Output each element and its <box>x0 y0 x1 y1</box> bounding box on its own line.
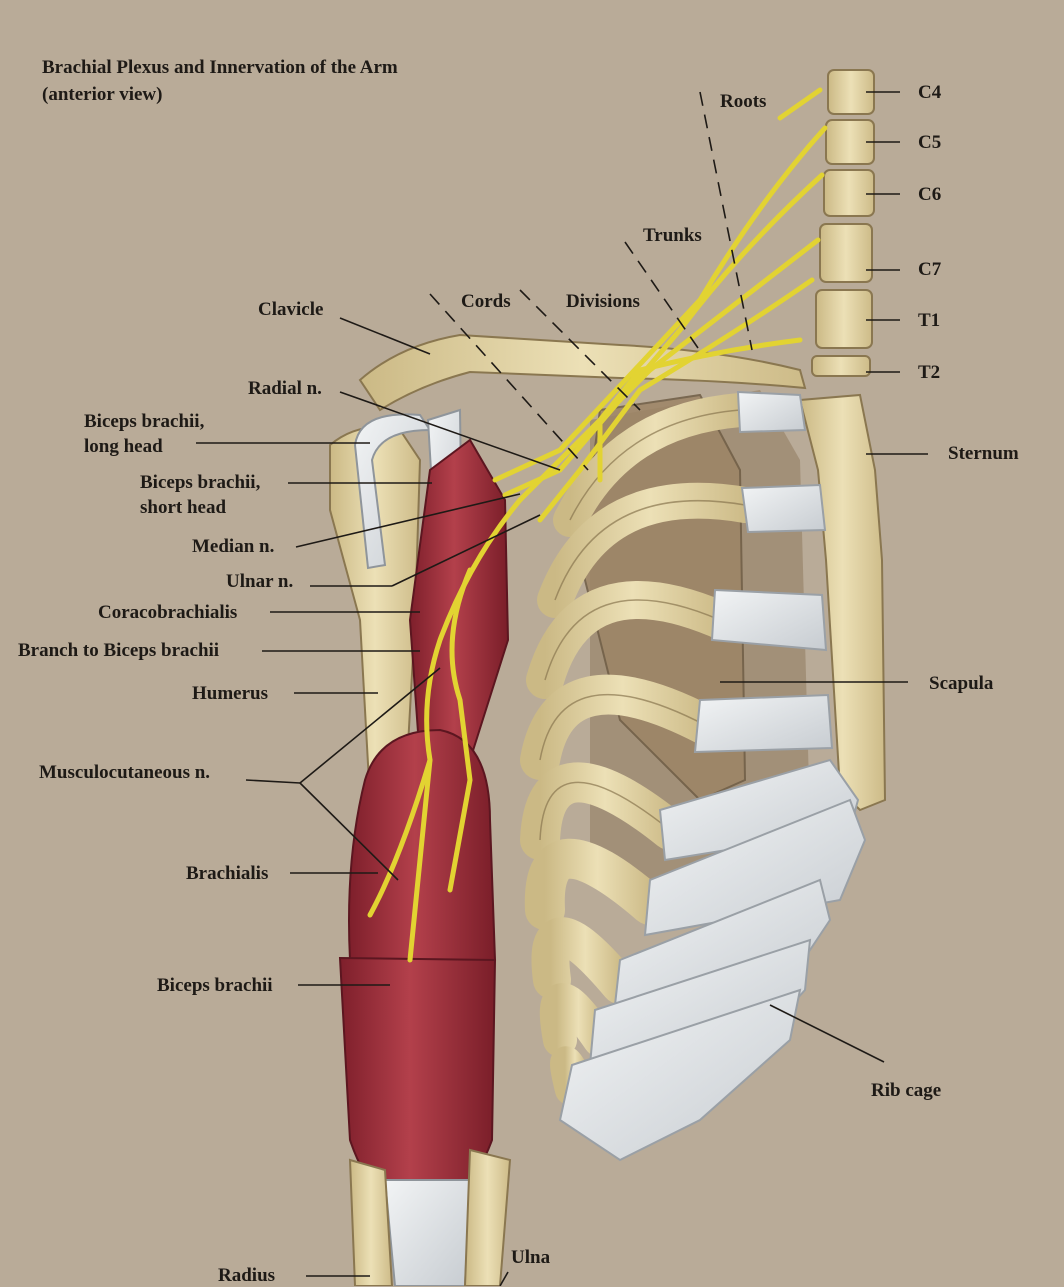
leader-lines <box>196 91 928 1286</box>
label-brachialis: Brachialis <box>186 863 269 884</box>
label-rib-cage: Rib cage <box>871 1080 942 1101</box>
label-coracobrachialis: Coracobrachialis <box>98 602 238 623</box>
label-musculocutaneous-n: Musculocutaneous n. <box>39 762 211 783</box>
label-median-n: Median n. <box>192 536 275 557</box>
vertebra-t2 <box>811 355 871 377</box>
vertebra-c6 <box>823 169 875 217</box>
label-biceps-long-line-1: Biceps brachii, <box>84 411 205 432</box>
label-ulna: Ulna <box>511 1247 551 1268</box>
label-radius: Radius <box>218 1265 276 1286</box>
label-sternum: Sternum <box>948 443 1019 464</box>
label-scapula: Scapula <box>929 673 994 694</box>
figure-title-line-2: (anterior view) <box>42 84 163 105</box>
label-trunks: Trunks <box>643 225 702 246</box>
label-divisions: Divisions <box>566 291 640 312</box>
dashed-level-lines <box>429 91 753 471</box>
label-radial-n: Radial n. <box>248 378 322 399</box>
label-c7: C7 <box>918 259 942 280</box>
label-humerus: Humerus <box>192 683 268 704</box>
rib-outlines <box>539 409 746 841</box>
label-ulnar-n: Ulnar n. <box>226 571 294 592</box>
forearm-tendon <box>383 1179 472 1286</box>
label-biceps-long-line-2: long head <box>84 436 163 457</box>
label-t1: T1 <box>918 310 941 331</box>
figure-title: Brachial Plexus and Innervation of the A… <box>42 54 398 108</box>
label-biceps-short-line-1: Biceps brachii, <box>140 472 261 493</box>
ulna-bone <box>463 1148 512 1286</box>
label-t2: T2 <box>918 362 941 383</box>
costal-cartilage <box>558 390 867 1162</box>
clavicle <box>358 333 807 412</box>
vertebra-t1 <box>815 289 873 349</box>
label-cords: Cords <box>461 291 511 312</box>
label-biceps-brachii: Biceps brachii <box>157 975 273 996</box>
radius-bone <box>348 1158 394 1286</box>
label-roots: Roots <box>720 91 767 112</box>
label-clavicle: Clavicle <box>258 299 324 320</box>
label-biceps-short-line-2: short head <box>140 497 227 518</box>
vertebra-c7 <box>819 223 873 283</box>
label-c4: C4 <box>918 82 942 103</box>
label-branch-to-biceps: Branch to Biceps brachii <box>18 640 220 661</box>
figure-title-line-1: Brachial Plexus and Innervation of the A… <box>42 57 398 78</box>
label-c5: C5 <box>918 132 942 153</box>
label-c6: C6 <box>918 184 942 205</box>
